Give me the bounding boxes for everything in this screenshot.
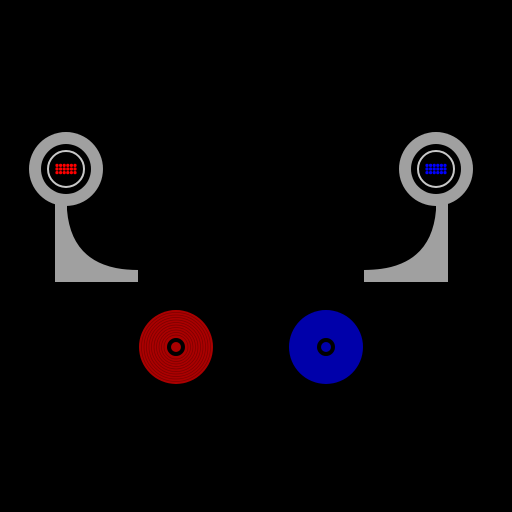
red-led-dot: [59, 167, 63, 171]
red-disc-groove: [146, 317, 206, 377]
left-stand: [29, 132, 138, 282]
red-led-dot: [59, 171, 63, 175]
red-disc-groove: [151, 322, 201, 372]
blue-led-dot: [443, 171, 447, 175]
blue-disc-hub-center: [321, 342, 331, 352]
blue-led-dot: [432, 163, 436, 167]
blue-led-dot: [429, 163, 433, 167]
red-led-dot: [59, 163, 63, 167]
blue-led-dot: [439, 171, 443, 175]
red-disc-groove: [148, 319, 204, 375]
left-stand-lens-ring: [47, 150, 85, 188]
red-led-dot: [73, 167, 77, 171]
blue-led-grid-icon: [425, 163, 447, 175]
red-disc-groove: [143, 314, 209, 380]
red-led-dot: [73, 171, 77, 175]
blue-led-dot: [432, 171, 436, 175]
red-led-dot: [55, 171, 59, 175]
blue-led-dot: [443, 163, 447, 167]
red-disc-grooves: [141, 312, 211, 382]
red-disc-groove: [158, 329, 194, 365]
blue-led-dot: [425, 167, 429, 171]
blue-led-dot: [436, 163, 440, 167]
red-led-grid-icon: [55, 163, 77, 175]
red-led-dot: [66, 167, 70, 171]
red-led-dot: [69, 167, 73, 171]
red-disc[interactable]: [139, 310, 213, 384]
red-disc-groove: [163, 334, 189, 360]
red-led-dot: [62, 171, 66, 175]
right-stand: [364, 132, 473, 282]
red-led-dot: [66, 163, 70, 167]
red-disc-groove: [141, 312, 211, 382]
blue-led-dot: [429, 167, 433, 171]
left-stand-arm: [55, 195, 138, 282]
blue-led-dot: [436, 171, 440, 175]
blue-led-dot: [443, 167, 447, 171]
blue-led-dot: [432, 167, 436, 171]
blue-led-dot: [425, 163, 429, 167]
red-disc-groove: [161, 332, 191, 362]
blue-led-dot: [429, 171, 433, 175]
blue-led-dot: [436, 167, 440, 171]
red-led-dot: [66, 171, 70, 175]
blue-disc[interactable]: [289, 310, 363, 384]
blue-led-dot: [439, 167, 443, 171]
red-disc-hub-center: [171, 342, 181, 352]
red-led-dot: [62, 163, 66, 167]
right-stand-arm: [364, 195, 448, 282]
red-led-dot: [69, 163, 73, 167]
red-disc-groove: [153, 324, 199, 370]
red-led-dot: [73, 163, 77, 167]
blue-led-dot: [425, 171, 429, 175]
red-led-dot: [55, 167, 59, 171]
right-stand-lens-ring: [417, 150, 455, 188]
red-disc-groove: [156, 327, 196, 367]
red-led-dot: [62, 167, 66, 171]
red-led-dot: [69, 171, 73, 175]
blue-led-dot: [439, 163, 443, 167]
red-led-dot: [55, 163, 59, 167]
